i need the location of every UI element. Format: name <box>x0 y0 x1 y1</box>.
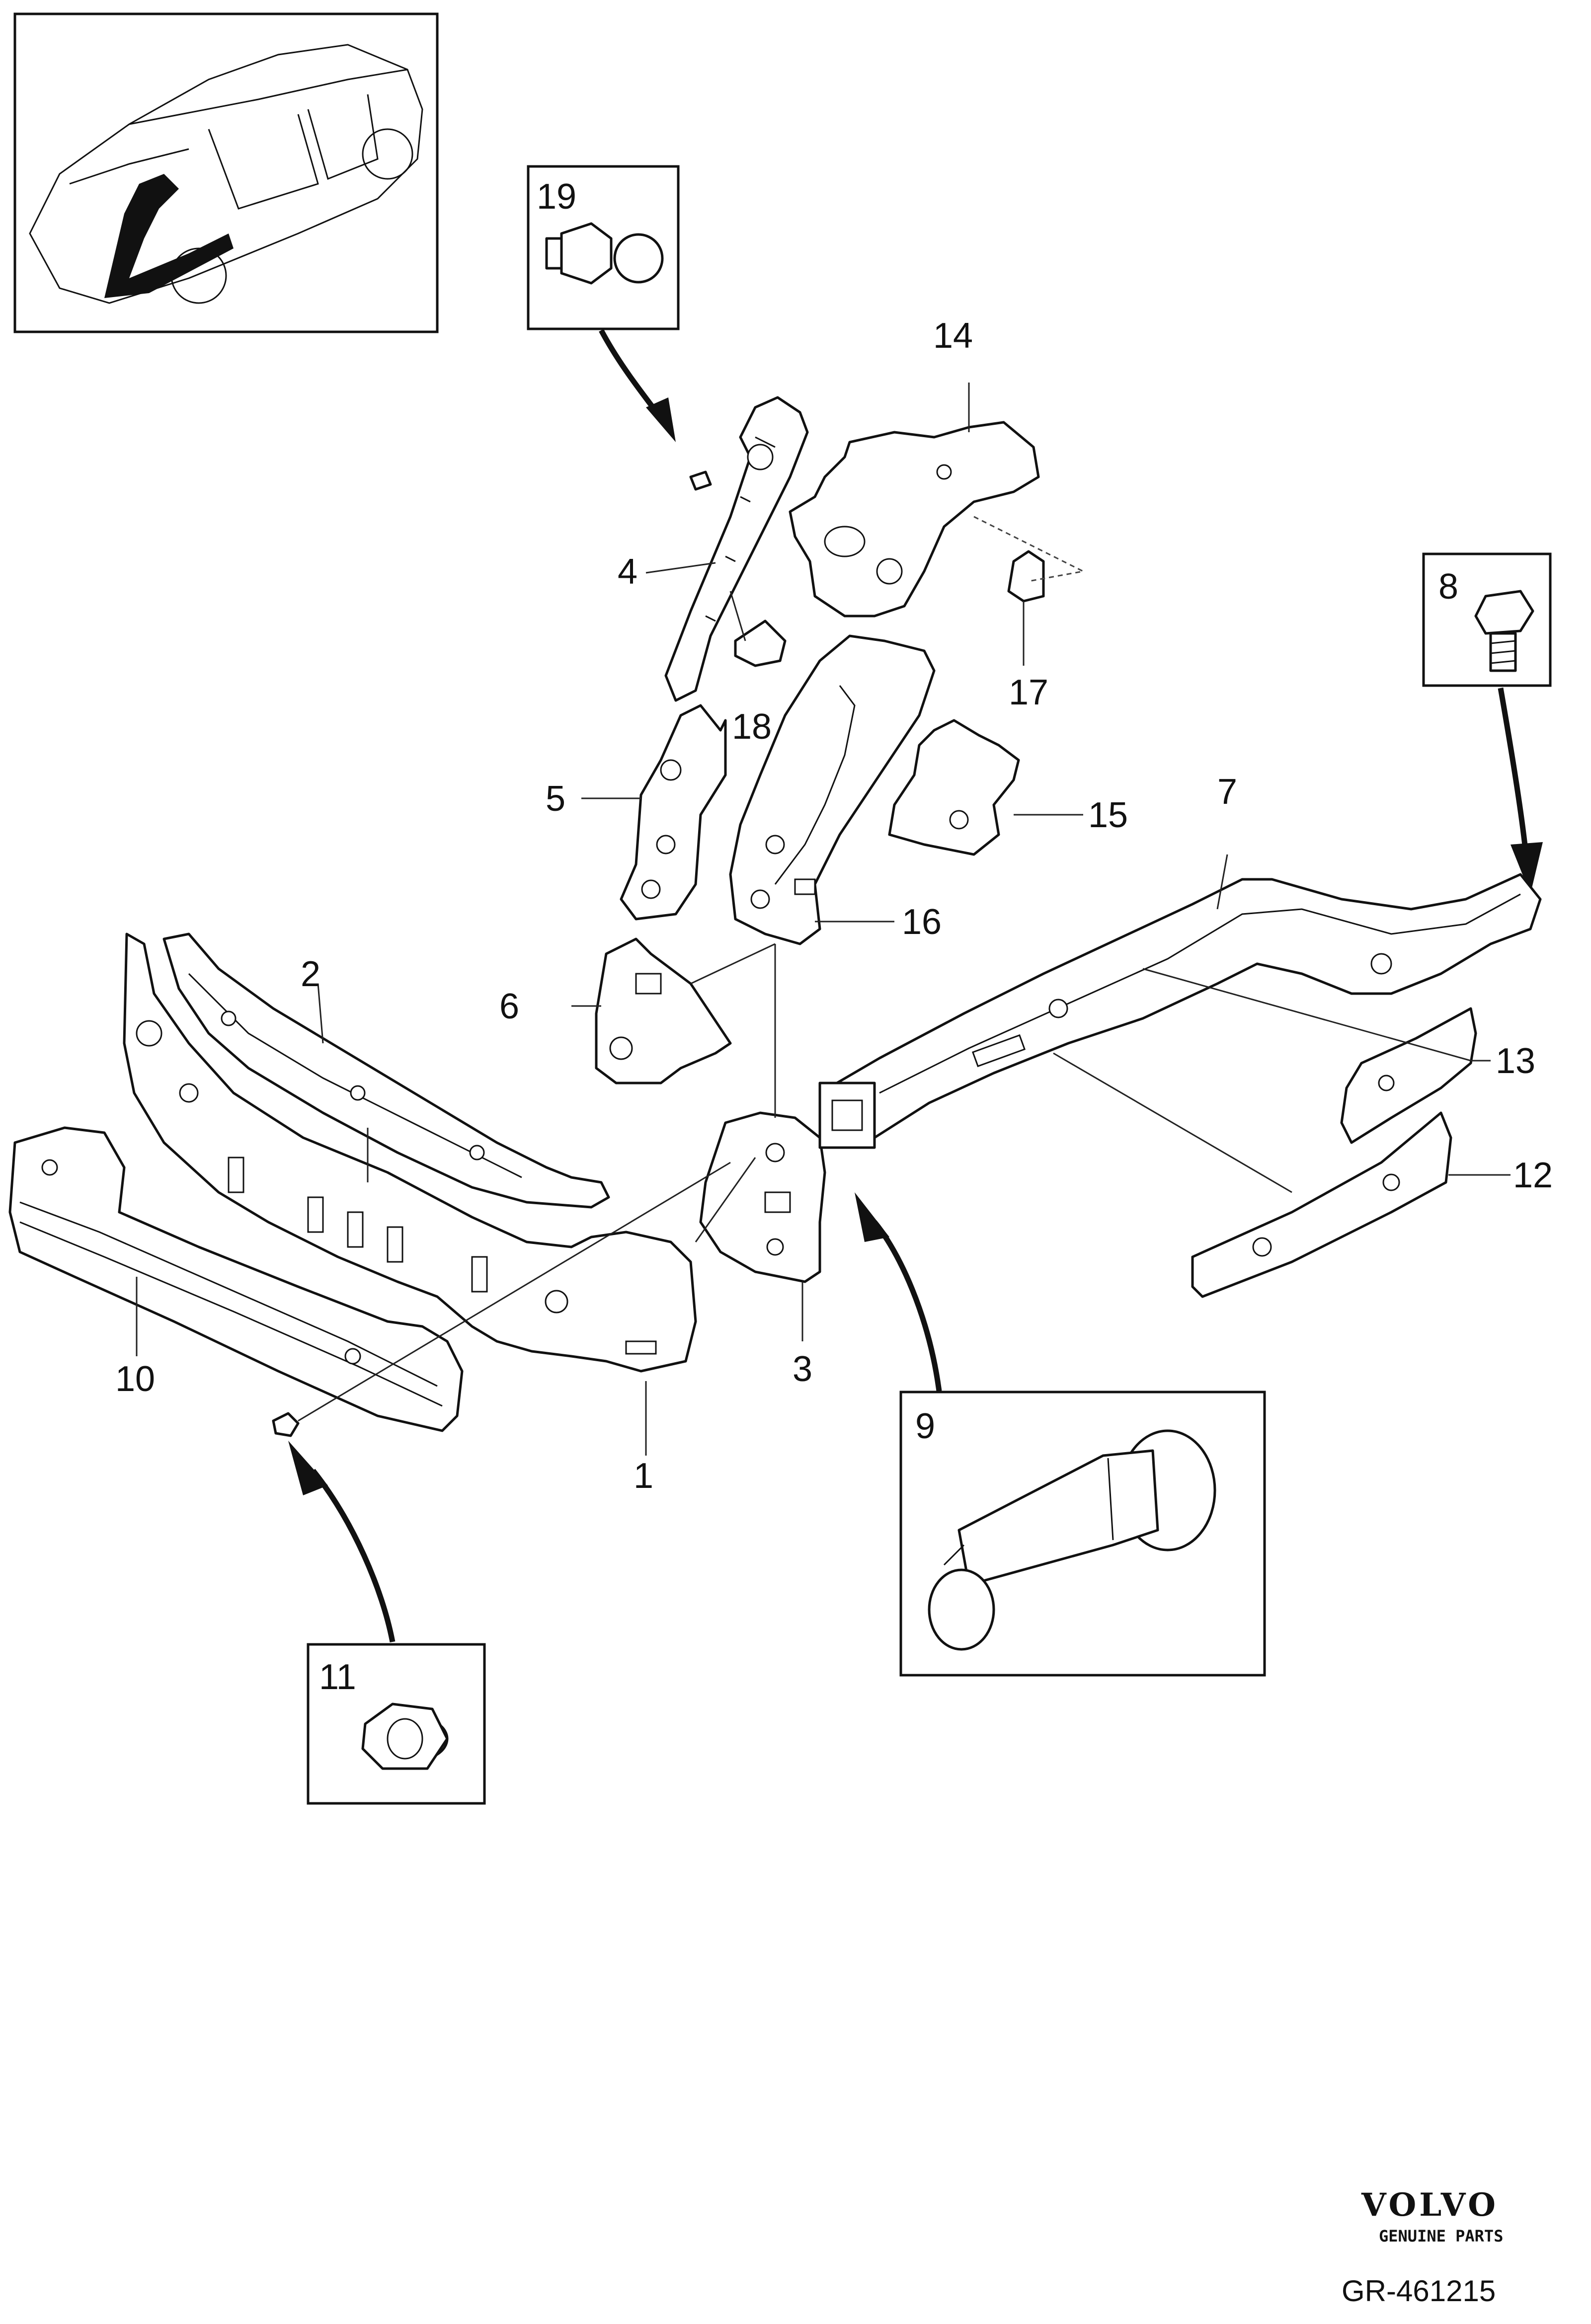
part-3-side-panel <box>699 1111 826 1283</box>
part-18-bracket <box>734 620 787 667</box>
callout-4: 4 <box>618 552 637 592</box>
callout-11-label: 11 <box>319 1657 356 1697</box>
callout-5: 5 <box>546 779 565 819</box>
callout-box-9: 9 <box>899 1391 1266 1677</box>
arrow-19 <box>599 329 676 442</box>
callout-box-8: 8 <box>1422 552 1552 687</box>
fastener-19-small <box>689 470 712 491</box>
part-1-front-panel <box>123 932 697 1373</box>
callout-2: 2 <box>301 954 320 994</box>
brand-tagline: GENUINE PARTS <box>1379 2227 1503 2246</box>
callout-17: 17 <box>1009 673 1048 712</box>
leader-lines <box>136 383 1511 1456</box>
nut-11-small <box>272 1412 300 1437</box>
part-15-panel <box>888 719 1020 856</box>
volvo-brand-mark: VOLVO GENUINE PARTS <box>1361 2186 1503 2246</box>
wheel-stud-icon <box>928 1429 1216 1651</box>
part-16-inner-panel <box>729 634 936 945</box>
callout-9-label: 9 <box>915 1406 935 1446</box>
part-2-upper-cross-member <box>162 932 610 1209</box>
part-14-strut-tower <box>789 421 1040 618</box>
flange-bolt-icon <box>1474 590 1534 672</box>
callout-3: 3 <box>793 1349 812 1389</box>
callout-8-label: 8 <box>1438 567 1458 607</box>
dash-line-14-17 <box>973 516 1086 582</box>
callout-box-11: 11 <box>307 1643 486 1805</box>
ball-stud-icon <box>545 222 664 285</box>
callout-15: 15 <box>1088 795 1128 835</box>
callout-7: 7 <box>1217 772 1237 812</box>
callout-14: 14 <box>933 316 973 356</box>
part-7-side-member <box>818 873 1542 1149</box>
part-17-bracket <box>1007 550 1045 603</box>
callout-13: 13 <box>1496 1041 1535 1081</box>
callout-16: 16 <box>902 902 942 942</box>
arrow-11 <box>288 1441 396 1643</box>
callout-box-19: 19 <box>527 165 680 330</box>
part-13-reinforcement <box>1340 1007 1477 1144</box>
callout-6: 6 <box>499 987 519 1026</box>
part-5-pillar-panel <box>620 704 727 921</box>
car-location-thumbnail <box>13 12 439 333</box>
part-12-sill-reinforcement <box>1191 1111 1452 1298</box>
flange-nut-icon <box>361 1703 449 1770</box>
car-location-thumbnail-icon <box>29 44 423 304</box>
diagram-reference: GR-461215 <box>1342 2274 1496 2308</box>
arrow-9 <box>855 1192 942 1392</box>
brand-name: VOLVO <box>1361 2186 1499 2224</box>
callout-10: 10 <box>115 1359 155 1399</box>
callout-1: 1 <box>634 1456 653 1496</box>
part-4-pillar-reinforcement <box>664 396 809 702</box>
callout-12: 12 <box>1513 1156 1553 1195</box>
arrow-8 <box>1498 688 1543 894</box>
part-10-bumper-beam <box>8 1126 464 1432</box>
part-6-gusset <box>595 937 732 1085</box>
callout-18: 18 <box>732 707 772 747</box>
callout-19-label: 19 <box>537 177 576 217</box>
